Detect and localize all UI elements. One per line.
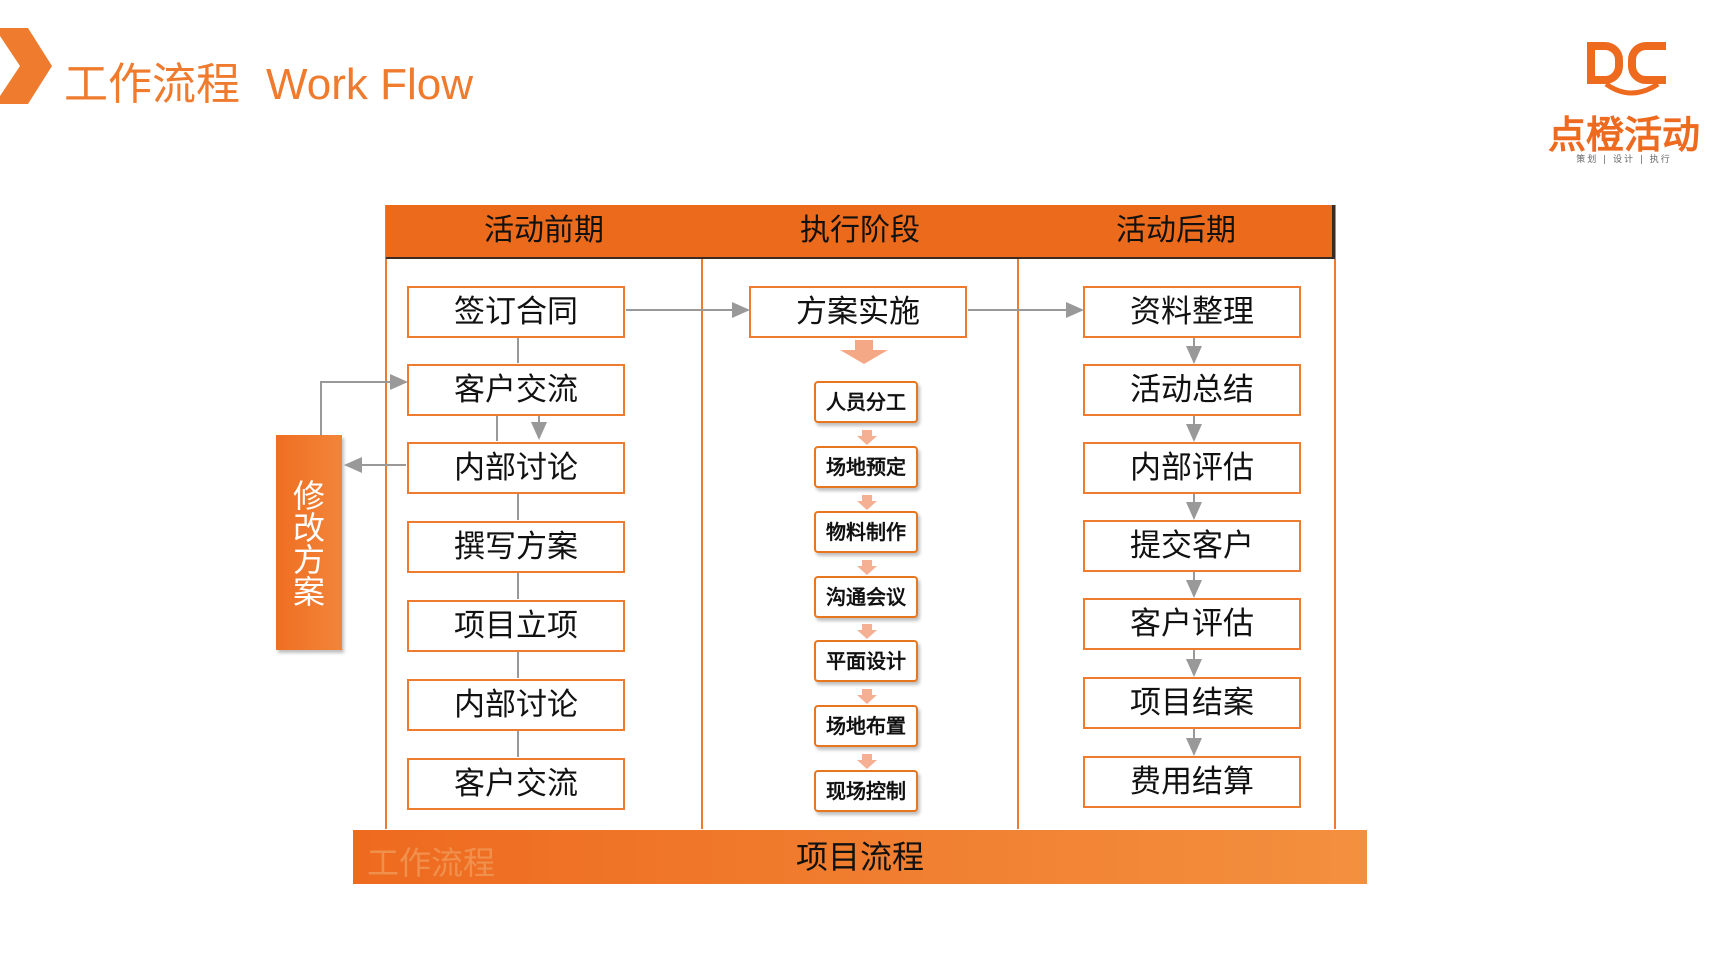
step-exec-4: 沟通会议 — [814, 576, 918, 618]
logo-tagline: 策划 | 设计 | 执行 — [1576, 155, 1672, 165]
process-board — [385, 205, 1336, 829]
step-post-5: 客户评估 — [1083, 598, 1301, 650]
logo-name: 点橙活动 — [1547, 113, 1700, 157]
revise-plan-box: 修 改 方 案 — [276, 435, 342, 650]
step-post-7: 费用结算 — [1083, 756, 1301, 808]
step-exec-2: 场地预定 — [814, 446, 918, 488]
step-post-4: 提交客户 — [1083, 520, 1301, 572]
step-post-2: 活动总结 — [1083, 364, 1301, 416]
board-header: 活动前期 执行阶段 活动后期 — [386, 205, 1335, 259]
column-header-pre: 活动前期 — [484, 213, 604, 248]
page-title: 工作流程 Work Flow — [64, 48, 473, 112]
step-exec-1: 人员分工 — [814, 381, 918, 423]
column-divider — [701, 259, 703, 829]
column-divider — [1017, 259, 1019, 829]
step-exec-3: 物料制作 — [814, 511, 918, 553]
step-pre-4: 撰写方案 — [407, 521, 625, 573]
footer-ghost-text: 工作流程 — [367, 844, 496, 882]
title-en: Work Flow — [266, 60, 473, 109]
column-header-exec: 执行阶段 — [800, 213, 920, 248]
step-pre-6: 内部讨论 — [407, 679, 625, 731]
side-char: 修 — [292, 477, 325, 515]
step-pre-5: 项目立项 — [407, 600, 625, 652]
step-post-6: 项目结案 — [1083, 677, 1301, 729]
side-char: 案 — [292, 573, 325, 611]
chevron-icon — [0, 28, 52, 104]
footer-bar: 工作流程 项目流程 — [353, 830, 1367, 884]
step-post-3: 内部评估 — [1083, 442, 1301, 494]
step-pre-7: 客户交流 — [407, 758, 625, 810]
title-zh: 工作流程 — [64, 59, 240, 110]
step-pre-2: 客户交流 — [407, 364, 625, 416]
side-char: 改 — [292, 509, 325, 547]
step-pre-3: 内部讨论 — [407, 442, 625, 494]
step-post-1: 资料整理 — [1083, 286, 1301, 338]
column-header-post: 活动后期 — [1116, 213, 1236, 248]
side-char: 方 — [292, 541, 325, 579]
down-arrow-icon — [840, 340, 888, 364]
step-exec-lead: 方案实施 — [749, 286, 967, 338]
step-exec-5: 平面设计 — [814, 640, 918, 682]
step-exec-7: 现场控制 — [814, 770, 918, 812]
step-pre-1: 签订合同 — [407, 286, 625, 338]
footer-label: 项目流程 — [795, 838, 924, 876]
step-exec-6: 场地布置 — [814, 705, 918, 747]
